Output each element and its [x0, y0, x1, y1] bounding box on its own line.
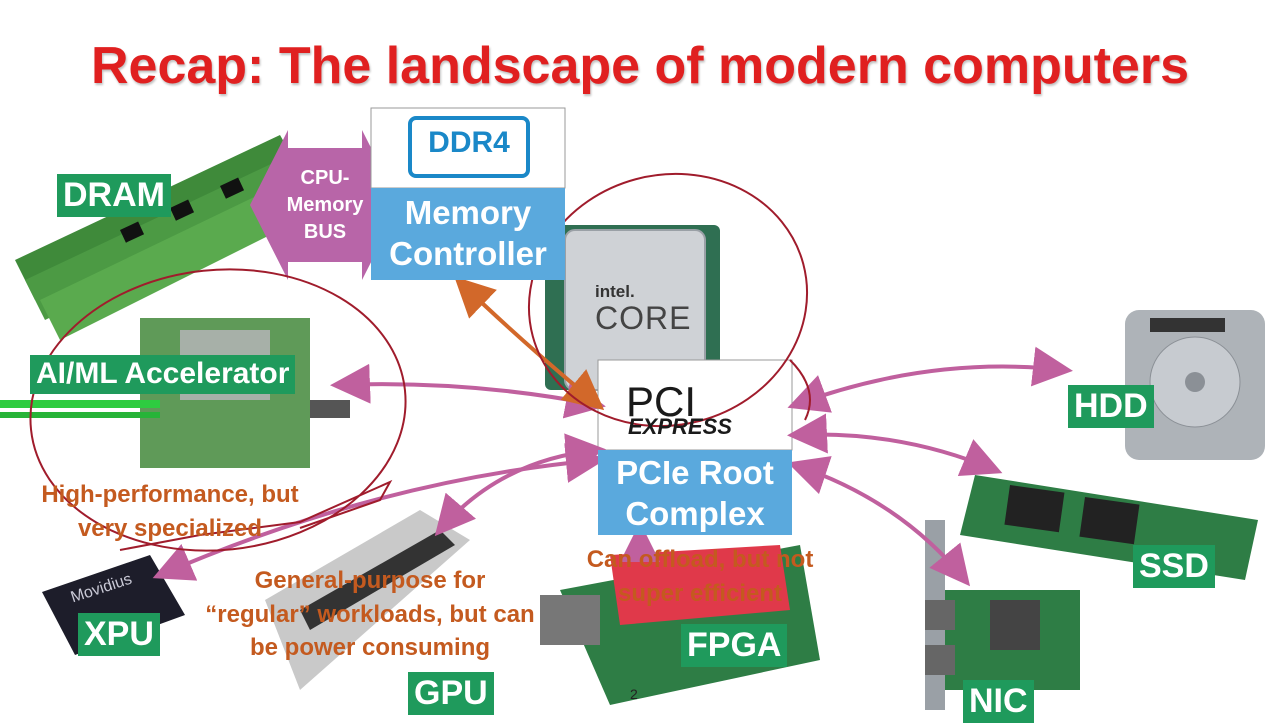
gpu-note: General-purpose for “regular” workloads,… — [205, 567, 535, 662]
arrow-pcie-nic — [787, 456, 971, 587]
slide-title: Recap: The landscape of modern computers — [90, 37, 1190, 95]
fpga-note: Can offload, but not super efficient — [586, 546, 814, 607]
nic-label: NIC — [963, 680, 1034, 723]
cpu-memory-bus-shape — [250, 130, 400, 280]
ssd-label: SSD — [1133, 545, 1215, 589]
ddr4-logo — [408, 116, 530, 178]
cpu-memory-bus-label: CPU- Memory BUS — [286, 167, 364, 243]
gpu-label: GPU — [408, 672, 494, 716]
ddr4-logo-text: DDR4 — [428, 126, 510, 159]
ink-stroke-pcie — [789, 359, 811, 421]
memory-controller-box: Memory Controller — [371, 188, 565, 280]
arrow-pcie-hdd — [787, 346, 1073, 413]
express-logo-text: EXPRESS — [628, 414, 732, 439]
fpga-label: FPGA — [681, 624, 788, 668]
core-logo-text: CORE — [595, 300, 692, 336]
xpu-label: XPU — [78, 613, 160, 657]
pci-logo-text: PCI — [626, 378, 697, 425]
intel-logo-text: intel. — [595, 282, 635, 301]
ink-circle-cpu — [527, 172, 809, 428]
dram-modules-image — [15, 135, 320, 340]
arrow-cpu-memory-controller — [454, 276, 605, 411]
hdd-image — [1125, 310, 1265, 460]
ai-ml-accelerator-label: AI/ML Accelerator — [30, 355, 296, 394]
pcie-root-complex-box: PCIe Root Complex — [598, 450, 792, 535]
page-number: 2 — [630, 686, 638, 702]
ai-ml-note: High-performance, but very specialized — [41, 481, 299, 542]
dram-label: DRAM — [57, 174, 171, 218]
hdd-label: HDD — [1068, 385, 1154, 429]
xpu-chip-image — [42, 555, 185, 655]
ink-stroke-note — [119, 479, 393, 551]
arrow-pcie-ssd — [787, 413, 1003, 477]
ink-circle-ai-accelerator — [29, 268, 407, 552]
